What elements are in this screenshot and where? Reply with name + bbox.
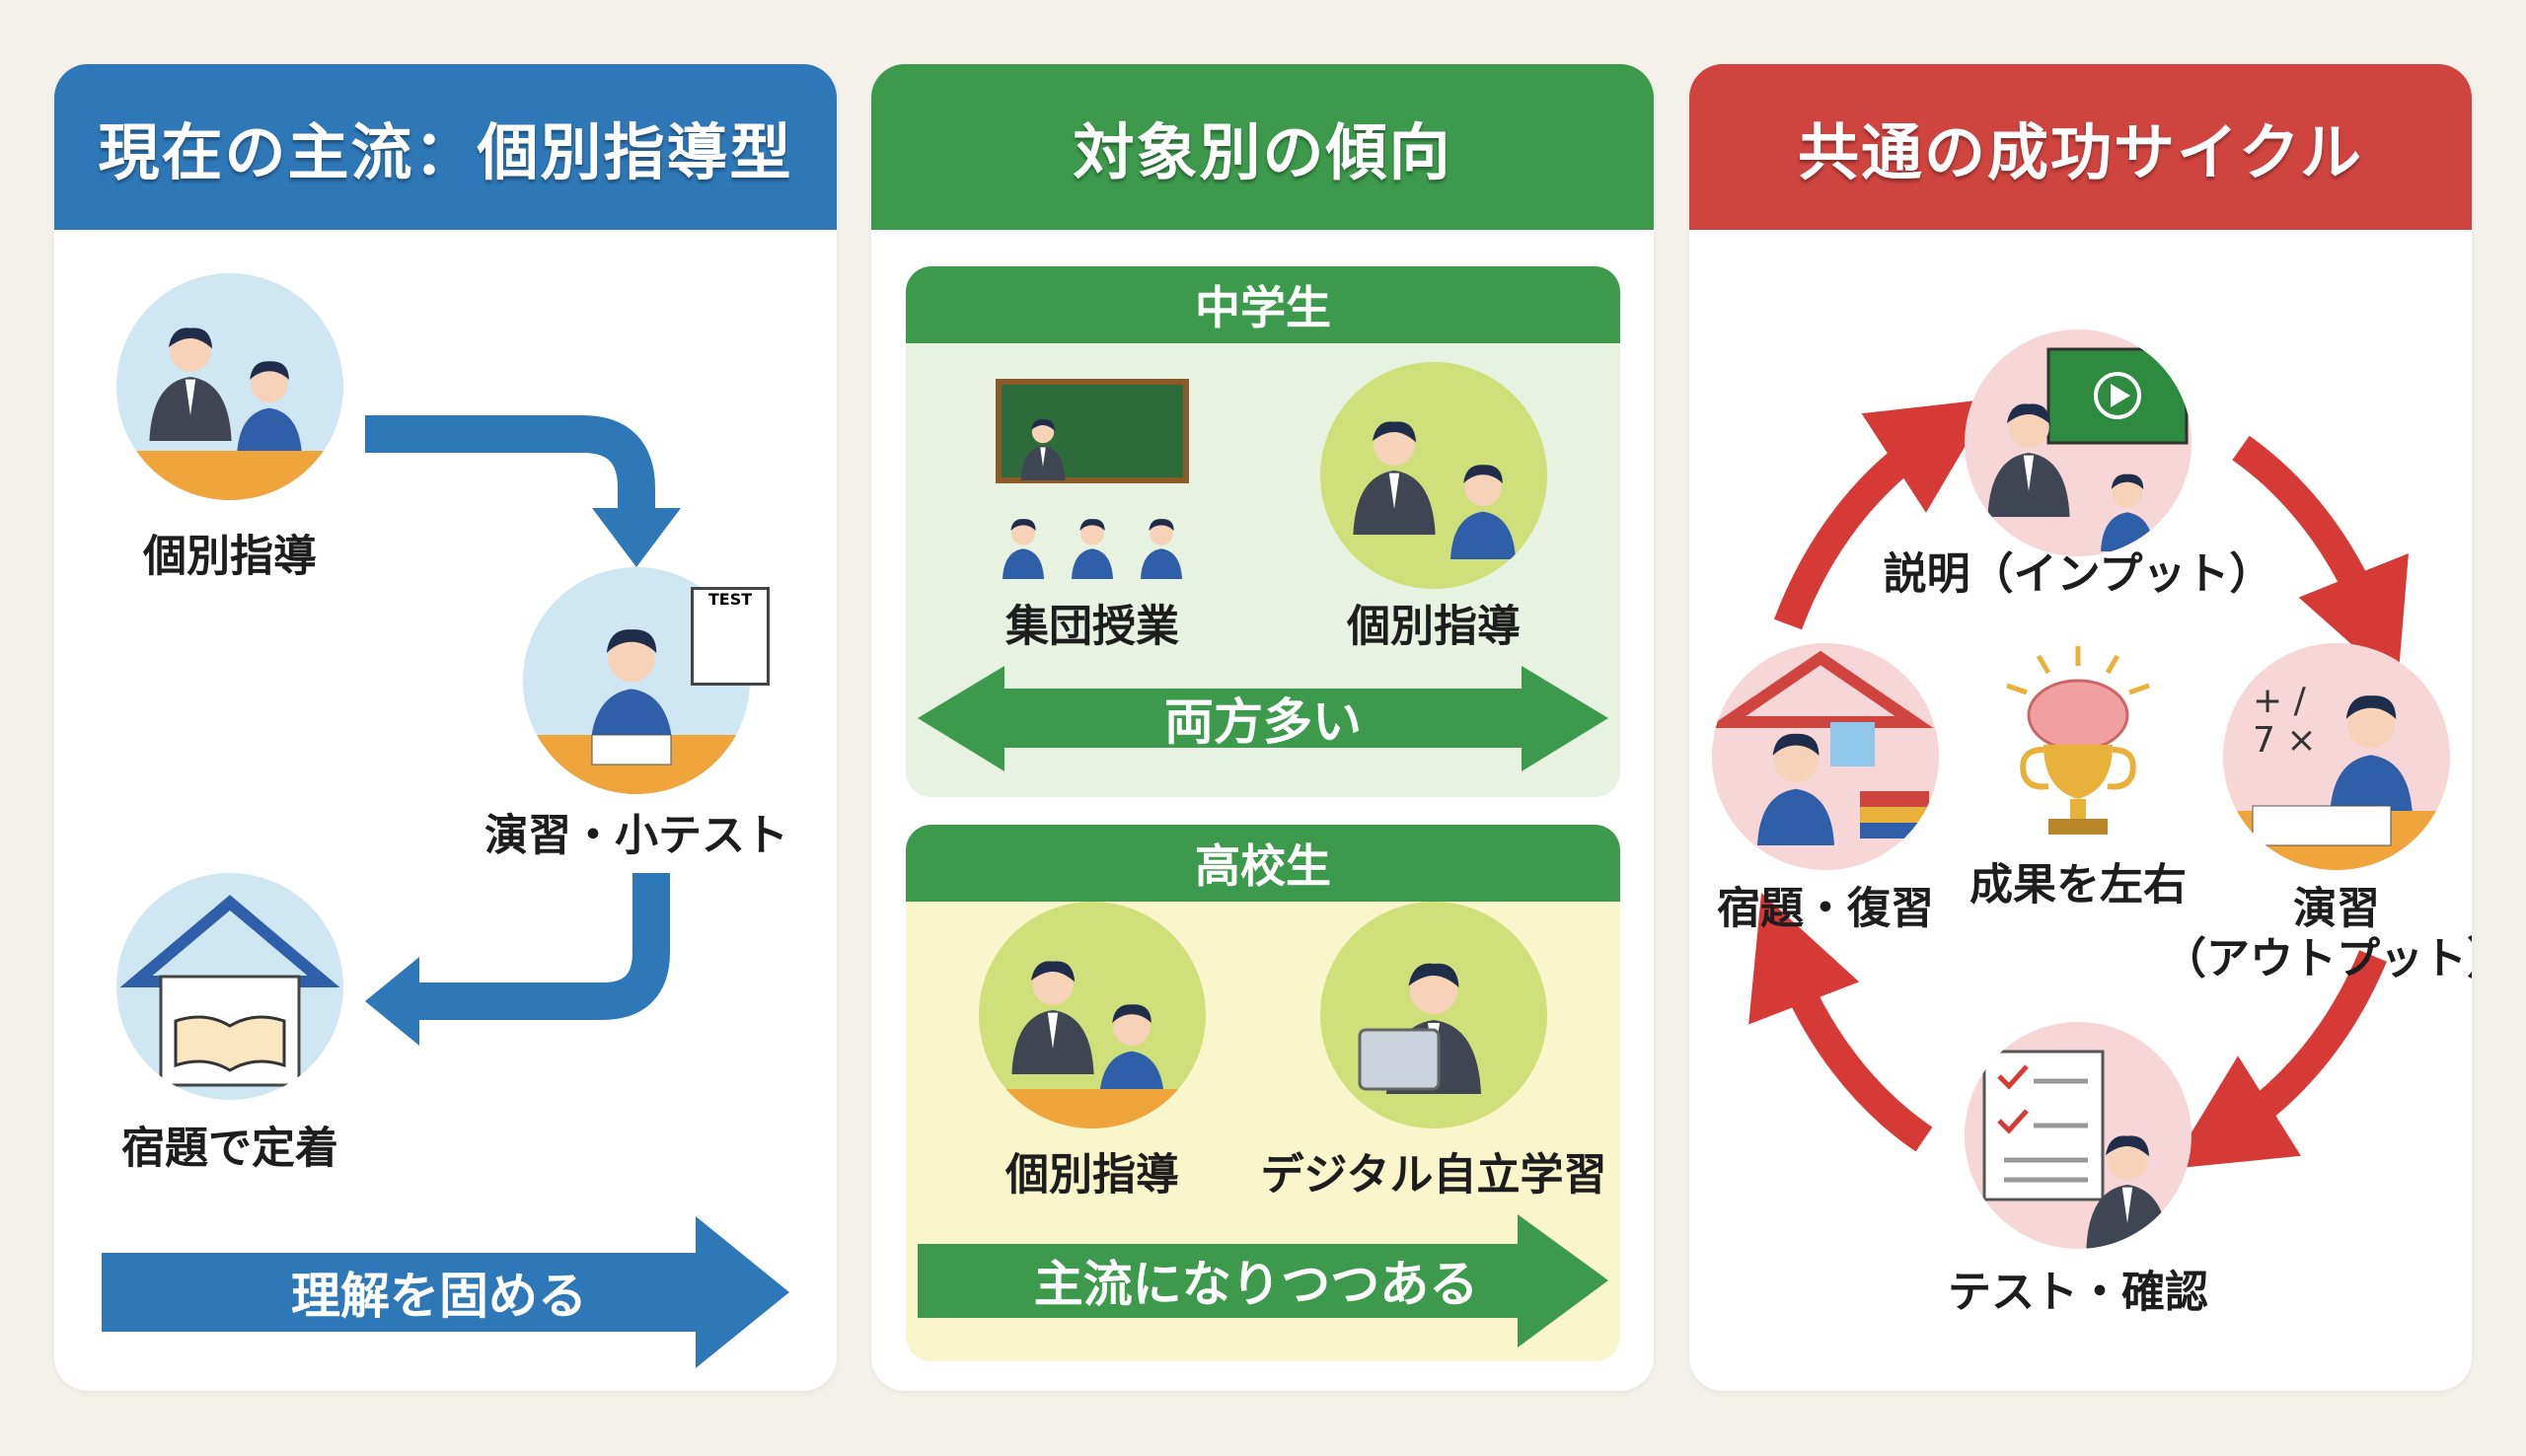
video-lecture-icon [1965,329,2192,556]
becoming-mainstream-arrow [918,1214,1608,1347]
panel-title: 対象別の傾向 [871,64,1654,230]
panel-title: 現在の主流：個別指導型 [54,64,837,230]
tablet-student-icon [1320,902,1547,1128]
step-title: 演習 [2293,883,2380,934]
flow-arrows [102,415,789,1368]
cycle-arrow-3 [1748,893,1933,1152]
classroom-icon [979,362,1206,589]
svg-text:+ /: + / [2253,681,2307,721]
panel-title: 共通の成功サイクル [1689,64,2472,230]
item-label: 個別指導 [1347,601,1521,652]
step-label: テスト・確認 [1948,1267,2208,1318]
step-label: 演習・小テスト [484,810,788,861]
arrow-label: 主流になりつつある [1033,1256,1479,1313]
test-paper-icon: TEST [691,587,770,686]
item-label: 個別指導 [1005,1149,1179,1201]
cycle-arrow-2 [2169,950,2387,1169]
cycle-arrow-4 [1773,399,1993,630]
arrow-label: 両方多い [1164,693,1362,751]
item-label: デジタル自立学習 [1260,1149,1607,1201]
senior-high-box: 高校生 個別指導 デジタル自立学習 主流になりつつある [906,825,1620,1361]
teacher-student-icon [116,273,343,500]
cycle-arrow-1 [2232,435,2409,686]
senior-high-title: 高校生 [906,825,1620,902]
step-label: 個別指導 [143,531,317,582]
step-subtitle: （アウトプット） [2163,933,2472,983]
junior-high-title: 中学生 [906,266,1620,343]
step-label: 説明（インプット） [1883,548,2273,600]
flow-arrow-1-head [592,508,681,567]
junior-high-box: 中学生 集団授業 個別指導 両方多い [906,266,1620,797]
understanding-arrow [102,1216,789,1368]
brain-trophy-icon [2006,646,2150,835]
step-label: 演習（アウトプット） [2163,884,2472,983]
student-writing-icon: + /7 × [2223,643,2450,870]
home-book-icon [116,873,343,1100]
flow-arrow-1 [365,415,655,513]
home-study-icon [1712,643,1939,870]
checklist-icon [1965,1022,2192,1249]
cycle-arrows [1748,399,2409,1169]
center-label: 成果を左右 [1969,859,2187,910]
item-label: 集団授業 [1005,601,1179,652]
step-label: 宿題で定着 [121,1123,338,1174]
arrow-label: 理解を固める [291,1268,587,1325]
svg-text:7 ×: 7 × [2253,720,2317,761]
flow-arrow-2 [414,873,670,1020]
panel-individual-instruction: 現在の主流：個別指導型 個別指導 TEST 演習・小テスト 宿題で定着 理解を固… [54,64,837,1391]
panel-success-cycle: 共通の成功サイクル 説明（インプット） + /7 × 演習（アウトプット） テス… [1689,64,2472,1391]
both-common-double-arrow [918,666,1608,771]
flow-arrow-2-head [365,957,419,1046]
teacher-student-icon [1320,362,1547,589]
panel-trends-by-target: 対象別の傾向 中学生 集団授業 個別指導 両方多い 高校生 個別指導 デジタル自… [871,64,1654,1391]
step-label: 宿題・復習 [1717,883,1934,934]
